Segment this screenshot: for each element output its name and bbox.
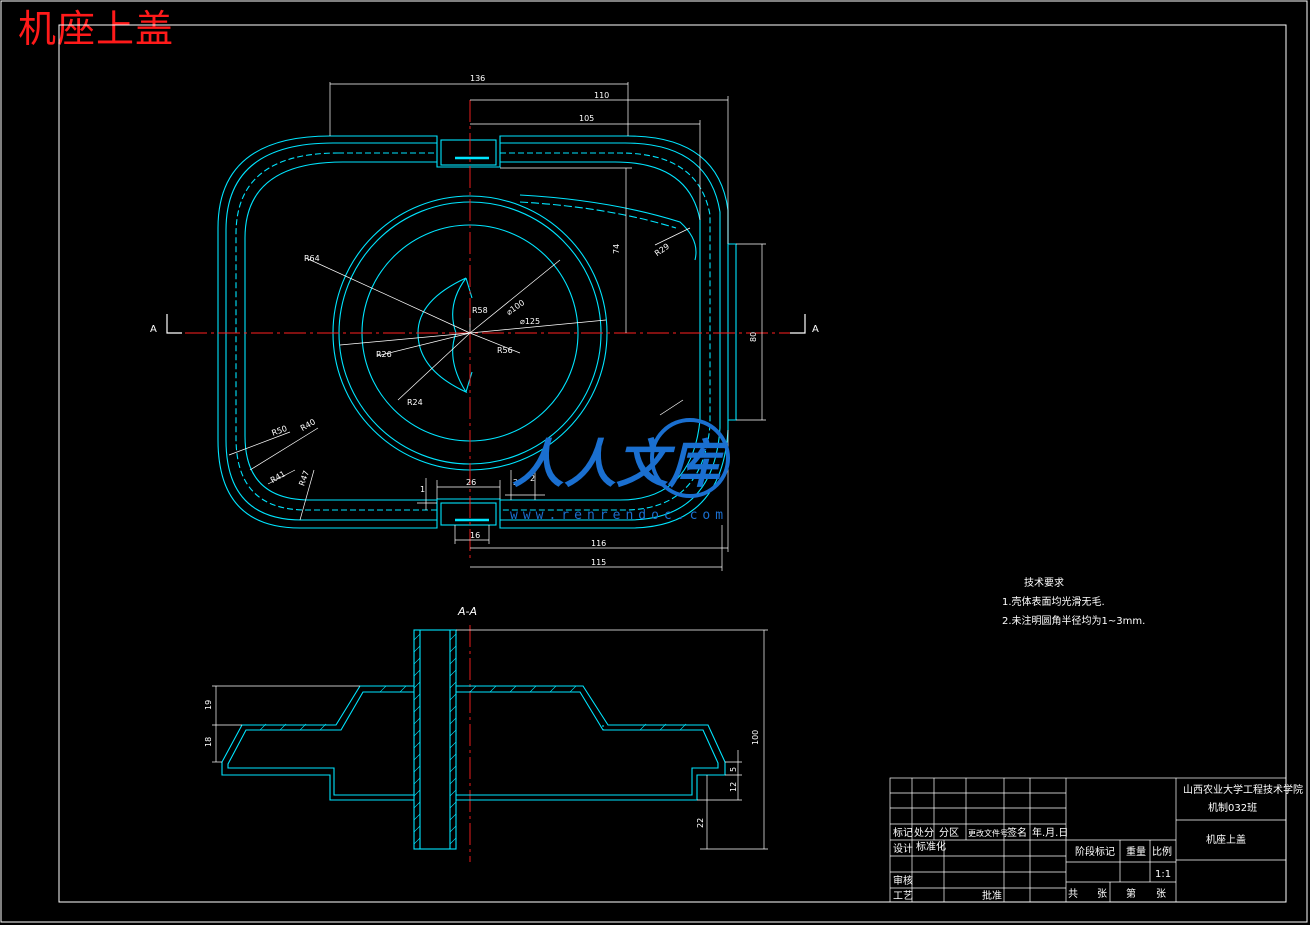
section-right-profile <box>456 685 726 801</box>
section-arrow-left <box>166 314 182 334</box>
section-left-profile <box>221 685 414 801</box>
watermark-text: 人人文库 <box>512 435 729 495</box>
section-left-inner <box>227 691 414 796</box>
housing-wall-inner <box>225 142 721 521</box>
section-arrow-right <box>790 314 806 334</box>
housing-rim-inner <box>244 161 701 501</box>
radius-r47: R47 <box>297 469 311 487</box>
dim-116: 116 <box>591 539 606 548</box>
tb-sheet-no: 第 <box>1126 887 1136 900</box>
tb-change-doc: 更改文件号 <box>968 828 1008 838</box>
radius-r29: R29 <box>653 242 671 258</box>
watermark-url: www.renrendoc.com <box>510 508 728 523</box>
radius-r64: R64 <box>304 254 320 263</box>
dim-2b: 2 <box>530 474 535 483</box>
tb-process: 工艺 <box>893 890 913 902</box>
radius-r41: R41 <box>269 469 287 485</box>
dim-5: 5 <box>729 767 738 772</box>
dim-section-100: 100 <box>751 730 760 745</box>
dim-26: 26 <box>466 478 476 487</box>
diameter-100: ⌀100 <box>505 298 527 317</box>
dim-74: 74 <box>612 244 621 254</box>
sheet-border-inner <box>58 24 1287 903</box>
section-marker-right: A <box>812 324 819 335</box>
radius-r56: R56 <box>497 346 513 355</box>
tb-sheets2: 张 <box>1156 888 1166 900</box>
dim-22: 22 <box>696 818 705 828</box>
tb-standardize: 标准化 <box>916 840 946 853</box>
center-lines <box>185 100 790 862</box>
crescent-edge <box>465 277 473 299</box>
tb-stage-mark: 阶段标记 <box>1075 845 1115 858</box>
section-right-inner <box>456 691 719 796</box>
crescent-feature <box>417 277 468 394</box>
drawing-title: 机座上盖 <box>18 7 175 51</box>
tb-total: 共 <box>1068 888 1078 900</box>
tb-date: 年.月.日 <box>1032 826 1068 839</box>
title-block-texts: 山西农业大学工程技术学院 机制032班 机座上盖 1:1 标记 处分 分区 更改… <box>893 783 1303 902</box>
side-lug <box>728 243 737 421</box>
section-dimension-texts: 19 18 100 5 12 22 <box>204 700 760 828</box>
dim-80: 80 <box>749 332 758 342</box>
housing-outer-contour <box>217 135 729 529</box>
dim-115: 115 <box>591 558 606 567</box>
tech-note-2: 2.未注明圆角半径均为1~3mm. <box>1002 614 1145 627</box>
tb-part-name: 机座上盖 <box>1206 833 1246 846</box>
tb-ratio: 比例 <box>1152 845 1172 858</box>
dim-16: 16 <box>470 531 480 540</box>
radius-r58: R58 <box>472 306 488 315</box>
section-title: A-A <box>457 605 477 618</box>
tb-sheets: 张 <box>1097 888 1107 900</box>
section-marker-left: A <box>150 324 157 335</box>
section-hatching <box>259 633 687 845</box>
tb-mark: 标记 <box>893 827 913 839</box>
section-view <box>221 629 726 850</box>
tb-weight: 重量 <box>1126 845 1146 858</box>
tb-count: 处分 <box>914 827 934 839</box>
tb-class: 机制032班 <box>1208 801 1257 814</box>
tb-approve: 批准 <box>982 889 1002 902</box>
bottom-slot <box>440 502 497 526</box>
dim-2: 2 <box>513 478 518 487</box>
watermark-logo-ring <box>650 418 730 498</box>
dim-110: 110 <box>594 91 609 100</box>
technical-notes: 技术要求 1.壳体表面均光滑无毛. 2.未注明圆角半径均为1~3mm. <box>1002 576 1145 627</box>
dim-1: 1 <box>420 485 425 494</box>
tech-notes-heading: 技术要求 <box>1024 576 1064 589</box>
top-view-dimension-lines <box>228 82 766 571</box>
volute-hidden <box>519 201 677 229</box>
tech-note-1: 1.壳体表面均光滑无毛. <box>1002 595 1105 608</box>
shaft-tube <box>413 629 457 850</box>
watermark: 人人文库 www.renrendoc.com <box>510 418 730 523</box>
top-slot <box>440 139 497 166</box>
diameter-125: ⌀125 <box>520 317 540 326</box>
radius-r26: R26 <box>376 350 392 359</box>
section-arrows <box>166 314 806 334</box>
dim-12: 12 <box>729 782 738 792</box>
crescent-edge-2 <box>465 371 473 393</box>
tb-design: 设计 <box>893 842 913 855</box>
section-hatch-line <box>456 685 604 730</box>
dim-18: 18 <box>204 737 213 747</box>
section-dimension-lines <box>212 629 768 850</box>
dim-136: 136 <box>470 74 485 83</box>
radius-r24: R24 <box>407 398 423 407</box>
title-block <box>889 777 1287 903</box>
volute-curve <box>519 194 697 261</box>
dim-19: 19 <box>204 700 213 710</box>
tb-scale: 1:1 <box>1155 869 1171 880</box>
tb-zone: 分区 <box>939 827 959 839</box>
dim-105: 105 <box>579 114 594 123</box>
tb-school: 山西农业大学工程技术学院 <box>1183 783 1303 796</box>
tb-sign: 签名 <box>1007 826 1027 839</box>
tb-review: 审核 <box>893 874 913 887</box>
